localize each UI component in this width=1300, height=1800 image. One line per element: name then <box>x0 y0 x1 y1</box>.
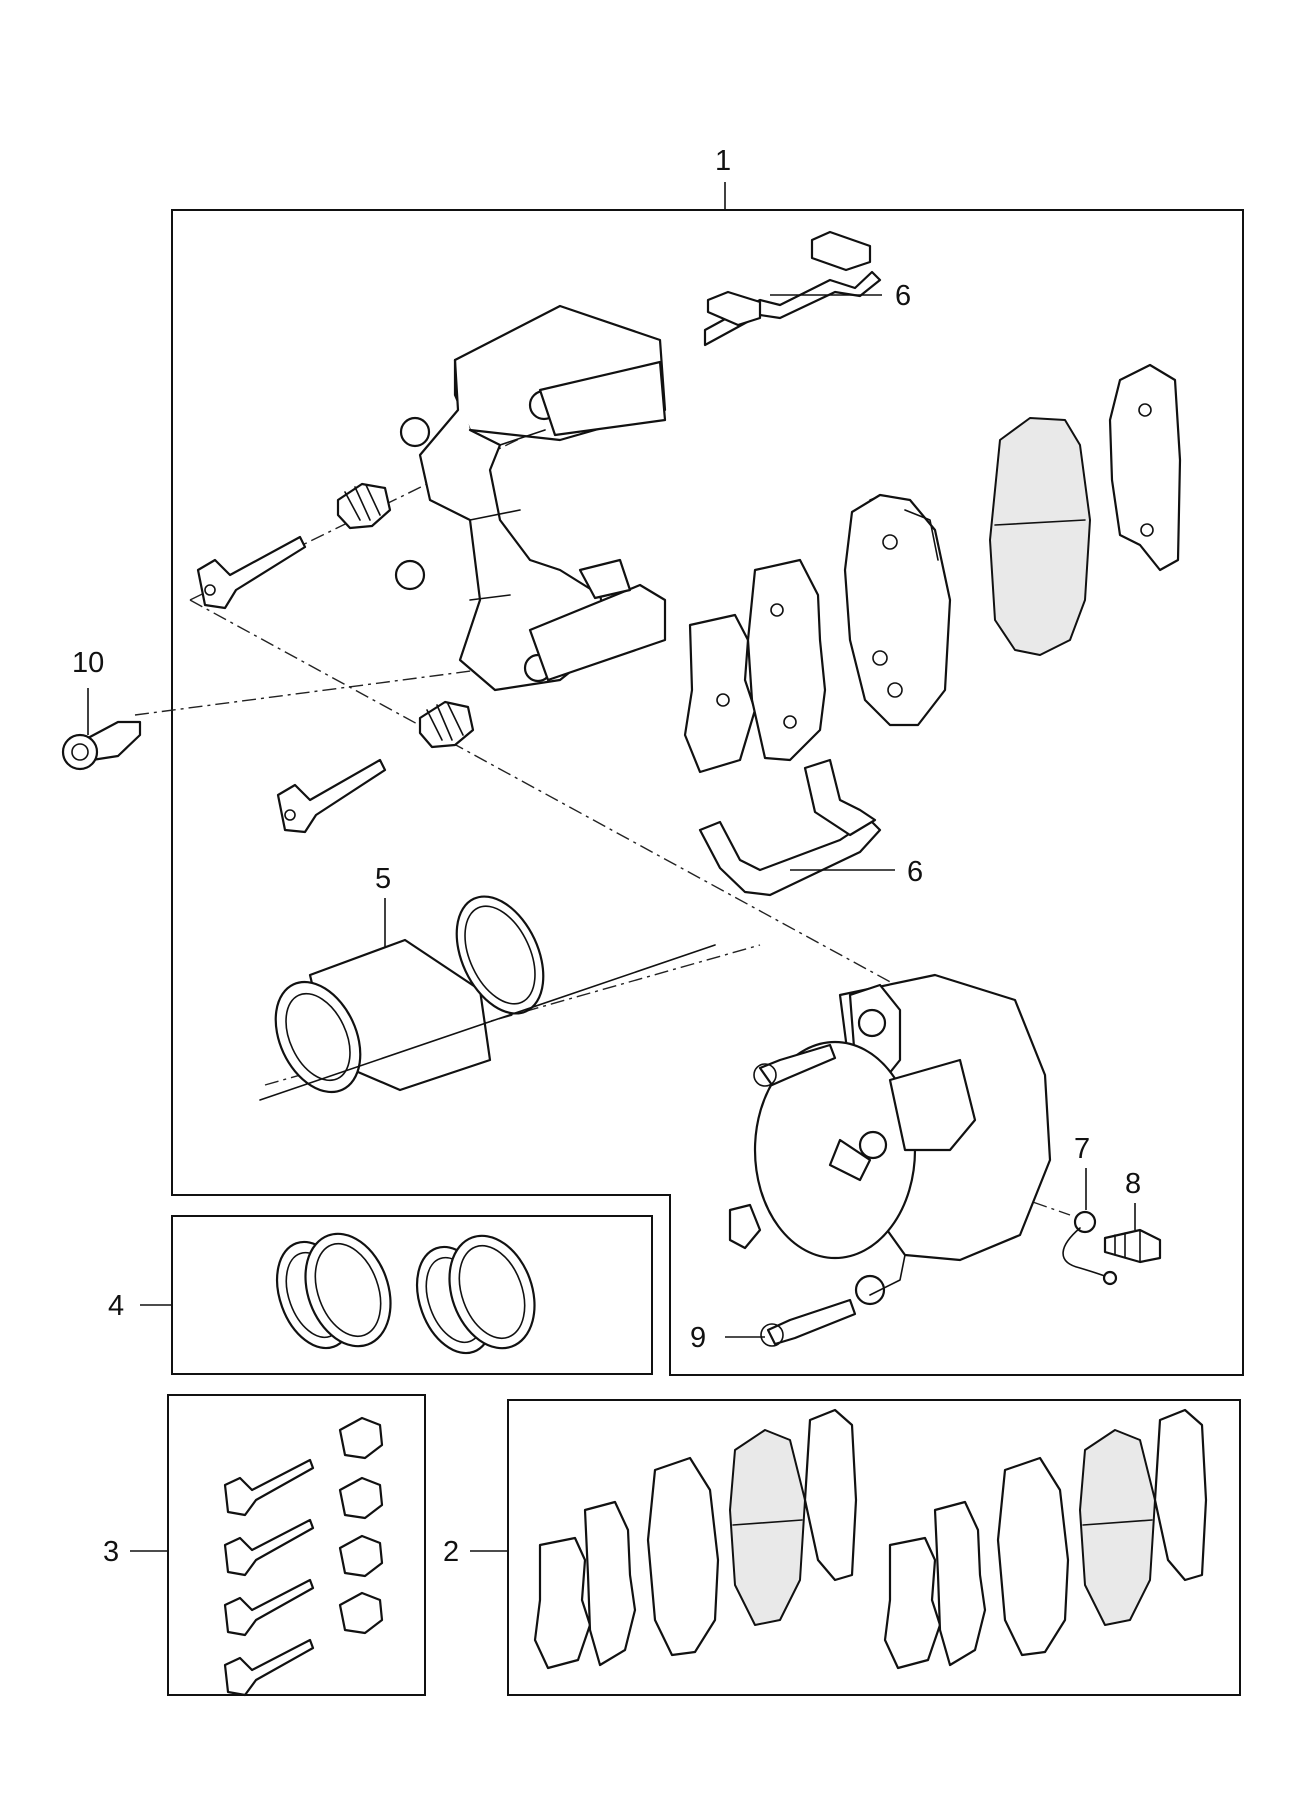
pad-clip-upper <box>703 230 882 347</box>
group-frame-caliper-assembly <box>171 209 1244 1376</box>
callout-6-upper: 6 <box>895 280 911 312</box>
seal-kit-left <box>276 1232 392 1350</box>
caliper-fitting <box>728 1203 762 1250</box>
kit-guide-pin-4 <box>223 1591 384 1697</box>
pad-clip-lower <box>698 758 882 897</box>
caliper-body-bolt-upper <box>753 1043 837 1087</box>
seal-kit-right <box>416 1234 536 1355</box>
caliper-body-bolt-lower <box>760 1298 857 1347</box>
outer-brake-pad <box>989 417 1091 656</box>
caliper-bracket <box>394 304 667 692</box>
group-frame-brake-pad-set <box>507 1399 1241 1696</box>
callout-2: 2 <box>443 1536 459 1568</box>
outer-pad-shim <box>1108 363 1182 572</box>
kit-guide-pin-2 <box>223 1476 384 1577</box>
upper-guide-pin <box>196 482 392 610</box>
callout-1: 1 <box>715 145 731 177</box>
callout-6-lower: 6 <box>907 856 923 888</box>
guide-pin-kit-pins <box>223 1416 384 1697</box>
bleeder-screw <box>1103 1228 1162 1264</box>
group-frame-piston-seal-kit <box>171 1215 653 1375</box>
pad-wear-sensor-wire <box>1062 1210 1118 1286</box>
pad-set-right <box>883 1408 1208 1670</box>
callout-3: 3 <box>103 1536 119 1568</box>
callout-8: 8 <box>1125 1168 1141 1200</box>
callout-7: 7 <box>1074 1133 1090 1165</box>
bracket-bolt <box>61 720 142 771</box>
inner-pad-shim <box>683 613 757 774</box>
inner-pad-plate <box>746 558 827 762</box>
callout-4: 4 <box>108 1290 124 1322</box>
leader-lines <box>87 182 1136 1552</box>
inner-brake-pad <box>843 493 952 727</box>
group-frame-guide-pin-kit <box>167 1394 426 1696</box>
lower-guide-pin <box>276 700 475 834</box>
callout-9: 9 <box>690 1322 706 1354</box>
callout-5: 5 <box>375 863 391 895</box>
caliper-body <box>753 973 1052 1306</box>
kit-guide-pin-1 <box>223 1416 384 1517</box>
kit-guide-pin-3 <box>223 1534 384 1637</box>
pad-set-left <box>533 1408 858 1670</box>
callout-10: 10 <box>72 647 104 679</box>
caliper-piston <box>259 895 716 1101</box>
callout-labels: 1 6 6 5 10 4 3 2 7 8 9 <box>72 145 1141 1568</box>
